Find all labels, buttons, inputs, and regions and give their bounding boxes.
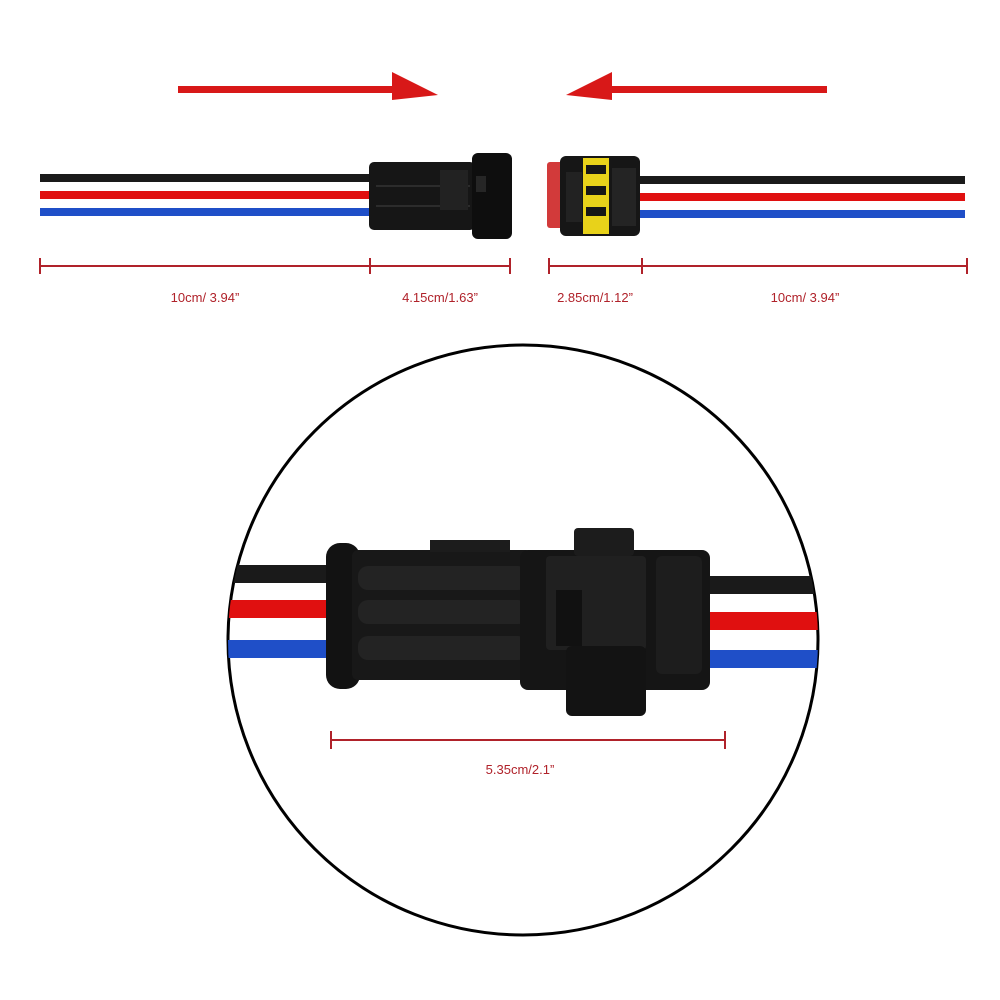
detail-view [228, 528, 818, 716]
male-housing-length-label: 4.15cm/1.63” [402, 290, 478, 305]
female-wire-black [640, 176, 965, 184]
male-wire-length-label: 10cm/ 3.94” [170, 290, 240, 305]
top-dimension-lines [39, 258, 968, 274]
female-wire-blue [640, 210, 965, 218]
male-connector [369, 153, 512, 239]
male-wire-black [40, 174, 380, 182]
male-wire-blue [40, 208, 380, 216]
female-wire-length-label: 10cm/ 3.94” [770, 290, 840, 305]
male-wires [40, 174, 380, 216]
female-housing-length-label: 2.85cm/1.12” [557, 290, 633, 305]
arrow-right-icon [178, 72, 438, 100]
detail-dimension-line [330, 731, 726, 749]
male-wire-red [40, 191, 380, 199]
assembled-length-label: 5.35cm/2.1” [485, 762, 555, 777]
female-wires [640, 176, 965, 218]
arrow-left-icon [566, 72, 827, 100]
female-connector [547, 156, 640, 236]
female-wire-red [640, 193, 965, 201]
